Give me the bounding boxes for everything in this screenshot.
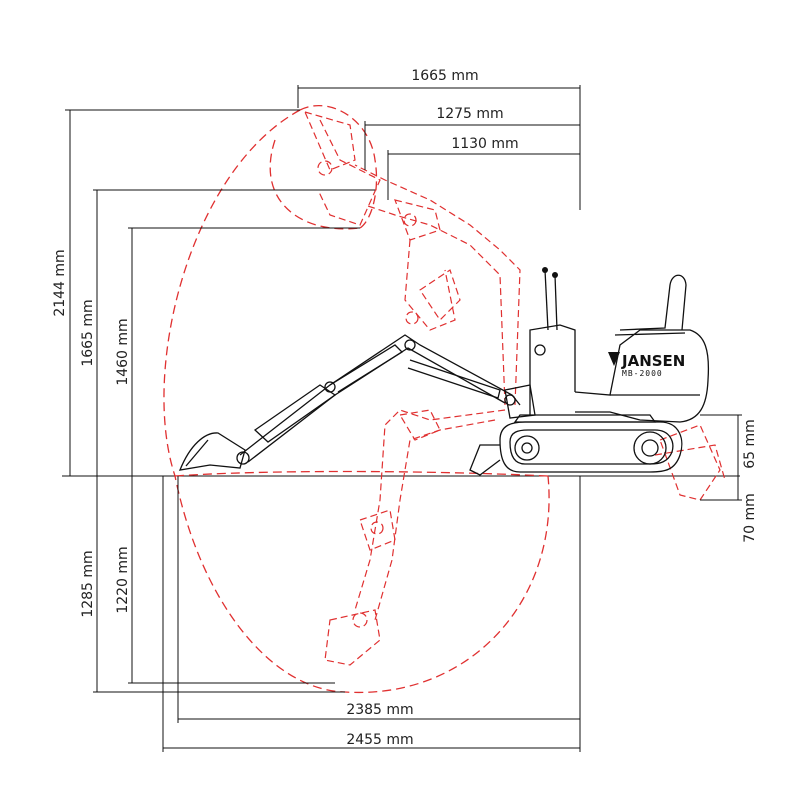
dimension-bottom-2385: 2385 mm bbox=[177, 476, 581, 752]
dimension-left-2144: 2144 mm bbox=[52, 109, 300, 476]
dimension-top-1275: 1275 mm bbox=[364, 106, 580, 170]
brand-label: JANSEN bbox=[621, 352, 685, 370]
svg-text:1220 mm: 1220 mm bbox=[115, 546, 131, 613]
reach-envelope bbox=[163, 109, 550, 694]
jansen-logo-icon bbox=[608, 352, 620, 366]
svg-text:2385 mm: 2385 mm bbox=[346, 702, 413, 718]
svg-text:65 mm: 65 mm bbox=[742, 419, 758, 469]
svg-text:2455 mm: 2455 mm bbox=[346, 732, 413, 748]
ghost-blade bbox=[654, 424, 726, 501]
dimension-top-1665: 1665 mm bbox=[297, 68, 581, 210]
svg-text:1275 mm: 1275 mm bbox=[436, 106, 503, 122]
dimension-left-1285: 1285 mm bbox=[80, 476, 345, 693]
ghost-arm-lowered bbox=[324, 409, 506, 666]
dimension-right-65: 65 mm bbox=[700, 414, 758, 476]
dimension-bottom-2455: 2455 mm bbox=[162, 476, 580, 752]
model-label: MB-2000 bbox=[622, 369, 663, 378]
dimension-left-1220: 1220 mm bbox=[115, 476, 335, 684]
svg-text:2144 mm: 2144 mm bbox=[52, 249, 68, 316]
svg-text:1665 mm: 1665 mm bbox=[411, 68, 478, 84]
dimension-top-1130: 1130 mm bbox=[387, 136, 580, 200]
svg-text:1285 mm: 1285 mm bbox=[80, 550, 96, 617]
excavator-machine: JANSEN MB-2000 bbox=[178, 267, 710, 476]
svg-text:1665 mm: 1665 mm bbox=[80, 299, 96, 366]
svg-text:1130 mm: 1130 mm bbox=[451, 136, 518, 152]
dimension-left-1460: 1460 mm bbox=[115, 227, 360, 476]
ground-reach-arc bbox=[174, 470, 549, 477]
svg-text:70 mm: 70 mm bbox=[742, 493, 758, 543]
dimension-right-70: 70 mm bbox=[700, 476, 758, 543]
svg-text:1460 mm: 1460 mm bbox=[115, 318, 131, 385]
dimension-left-1665: 1665 mm bbox=[80, 189, 375, 476]
inner-reach-arc bbox=[269, 139, 361, 230]
top-reach-arc bbox=[299, 105, 378, 229]
ghost-arm-raised bbox=[303, 111, 521, 406]
